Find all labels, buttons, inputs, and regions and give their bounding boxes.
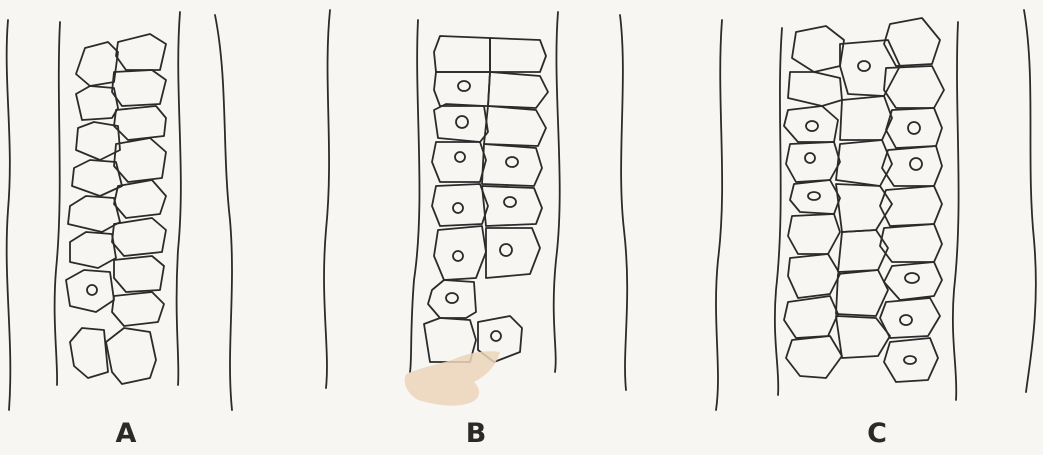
nucleus [446, 293, 458, 303]
cell [788, 214, 840, 254]
cell [76, 122, 120, 160]
cell [880, 224, 942, 262]
cell [788, 72, 842, 106]
panel-c-tube-wall-left [775, 28, 782, 395]
cell [432, 184, 488, 226]
cell [434, 72, 490, 106]
nucleus [453, 203, 463, 213]
panel-a-tube-wall-left [55, 22, 60, 385]
nucleus [900, 315, 912, 325]
cell [884, 338, 938, 382]
panel-c-tube-wall-right [953, 22, 959, 400]
cell [840, 96, 892, 140]
panel-a-outer-wall-right [215, 15, 232, 410]
panel-b-cells [424, 36, 548, 362]
panel-c-outer-wall-left [716, 20, 722, 410]
cell [434, 36, 490, 72]
nucleus [910, 158, 922, 170]
nucleus [455, 152, 465, 162]
cell [428, 280, 476, 318]
cell [114, 180, 166, 218]
nucleus [458, 81, 470, 91]
panel-b [324, 10, 627, 406]
cell [838, 230, 888, 272]
panel-a-tube-wall-right [177, 12, 181, 385]
cell [76, 42, 118, 86]
panel-label-a: A [106, 418, 146, 449]
panel-label-b: B [456, 418, 496, 449]
cell [488, 72, 548, 108]
nucleus [506, 157, 518, 167]
cell [884, 262, 942, 300]
cell [786, 336, 842, 378]
cell [482, 144, 542, 186]
cell [434, 104, 488, 142]
panel-a-outer-wall-left [7, 20, 11, 410]
panel-b-tube-wall-left [410, 20, 419, 372]
panel-label-c: C [857, 418, 897, 449]
paper-stain [405, 351, 500, 405]
cell [112, 218, 166, 256]
nucleus [905, 273, 919, 283]
panel-b-outer-wall-right [620, 15, 627, 390]
panel-c-cells [784, 18, 944, 382]
nucleus [805, 153, 815, 163]
cell [884, 18, 940, 66]
cell [106, 328, 156, 384]
cell [886, 108, 942, 148]
cell [112, 70, 166, 106]
panel-c [716, 10, 1036, 410]
panel-b-outer-wall-left [324, 10, 330, 388]
cell [114, 138, 166, 182]
cell [784, 106, 838, 142]
panel-b-tube-wall-right [554, 12, 560, 372]
cell [884, 66, 944, 108]
cell [880, 186, 942, 226]
nucleus [908, 122, 920, 134]
cell [112, 292, 164, 326]
cell [788, 254, 840, 298]
nucleus [491, 331, 501, 341]
nucleus [858, 61, 870, 71]
cell [70, 232, 116, 268]
cell [66, 270, 114, 312]
nucleus [456, 116, 468, 128]
nucleus [504, 197, 516, 207]
cell [484, 106, 546, 146]
nucleus [87, 285, 97, 295]
panel-a [7, 12, 232, 410]
nucleus [806, 121, 818, 131]
cell [792, 26, 844, 72]
nucleus [808, 192, 820, 200]
panel-c-outer-wall-right [1024, 10, 1036, 392]
cell [836, 184, 892, 232]
cell [880, 298, 940, 338]
cell [490, 38, 546, 72]
cell [68, 196, 120, 232]
cell [434, 226, 486, 280]
cell [114, 256, 164, 292]
cell [486, 228, 540, 278]
cell [116, 34, 166, 70]
nucleus [453, 251, 463, 261]
cell [70, 328, 108, 378]
panel-a-cells [66, 34, 166, 384]
cell [784, 296, 838, 338]
cell [836, 270, 888, 316]
cell [114, 106, 166, 140]
nucleus [500, 244, 512, 256]
nucleus [904, 356, 916, 364]
cell [790, 180, 840, 214]
